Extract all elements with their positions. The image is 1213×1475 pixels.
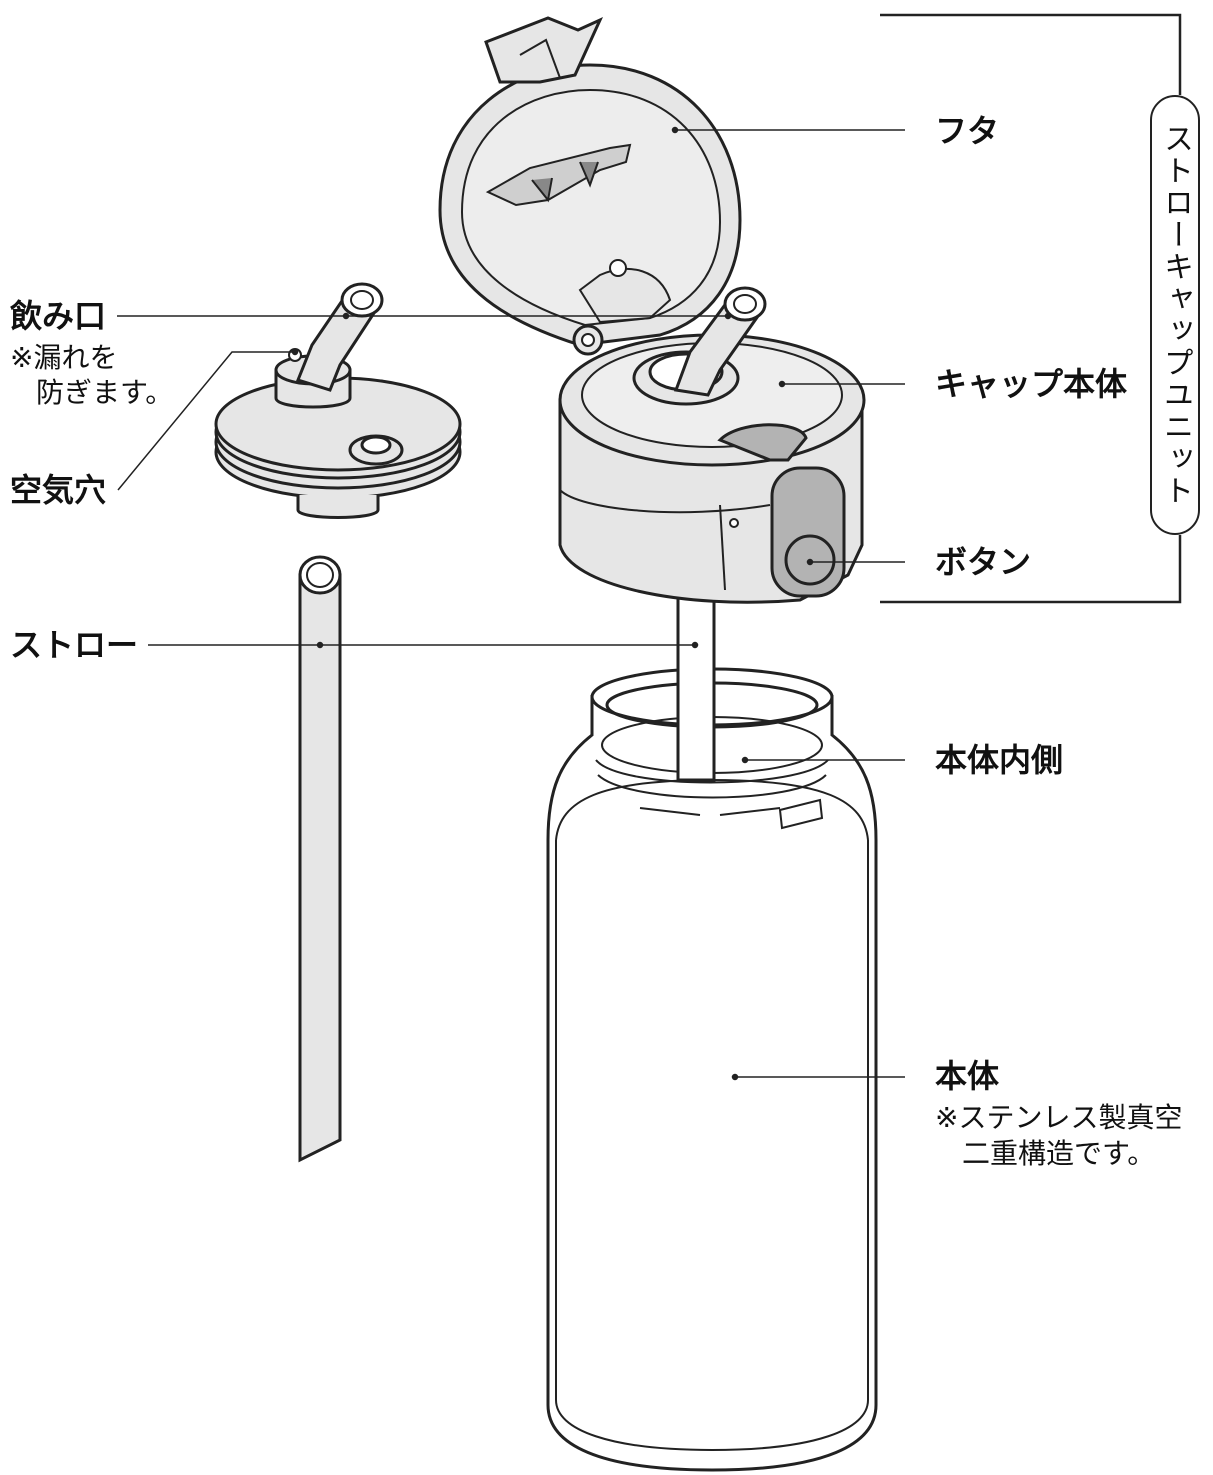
- straw-in-body: [676, 588, 716, 782]
- label-body-note-2: 二重構造です。: [962, 1137, 1156, 1170]
- label-button: ボタン: [935, 543, 1032, 581]
- label-kuukiana: 空気穴: [10, 471, 107, 509]
- cap-body: [558, 286, 866, 604]
- label-body: 本体: [935, 1057, 1000, 1095]
- label-nomiguchi: 飲み口: [10, 297, 107, 335]
- label-unit-text: ストローキャップユニット: [1158, 123, 1193, 507]
- label-body-note-1: ※ステンレス製真空: [935, 1101, 1183, 1134]
- label-straw: ストロー: [10, 626, 139, 664]
- label-futa: フタ: [935, 112, 1000, 150]
- label-nomiguchi-note-1: ※漏れを: [10, 341, 118, 374]
- leader-lines: [117, 126, 905, 1081]
- label-inner: 本体内側: [935, 741, 1064, 779]
- straw-part: [298, 555, 342, 1163]
- label-nomiguchi-note-2: 防ぎます。: [36, 376, 174, 409]
- bottle-body: [546, 667, 878, 1472]
- label-cap-body: キャップ本体: [935, 365, 1128, 403]
- spout-part: [214, 282, 462, 519]
- unit-bracket: [880, 13, 1182, 604]
- label-unit: ストローキャップユニット: [1150, 95, 1200, 535]
- lid-part: [438, 16, 742, 356]
